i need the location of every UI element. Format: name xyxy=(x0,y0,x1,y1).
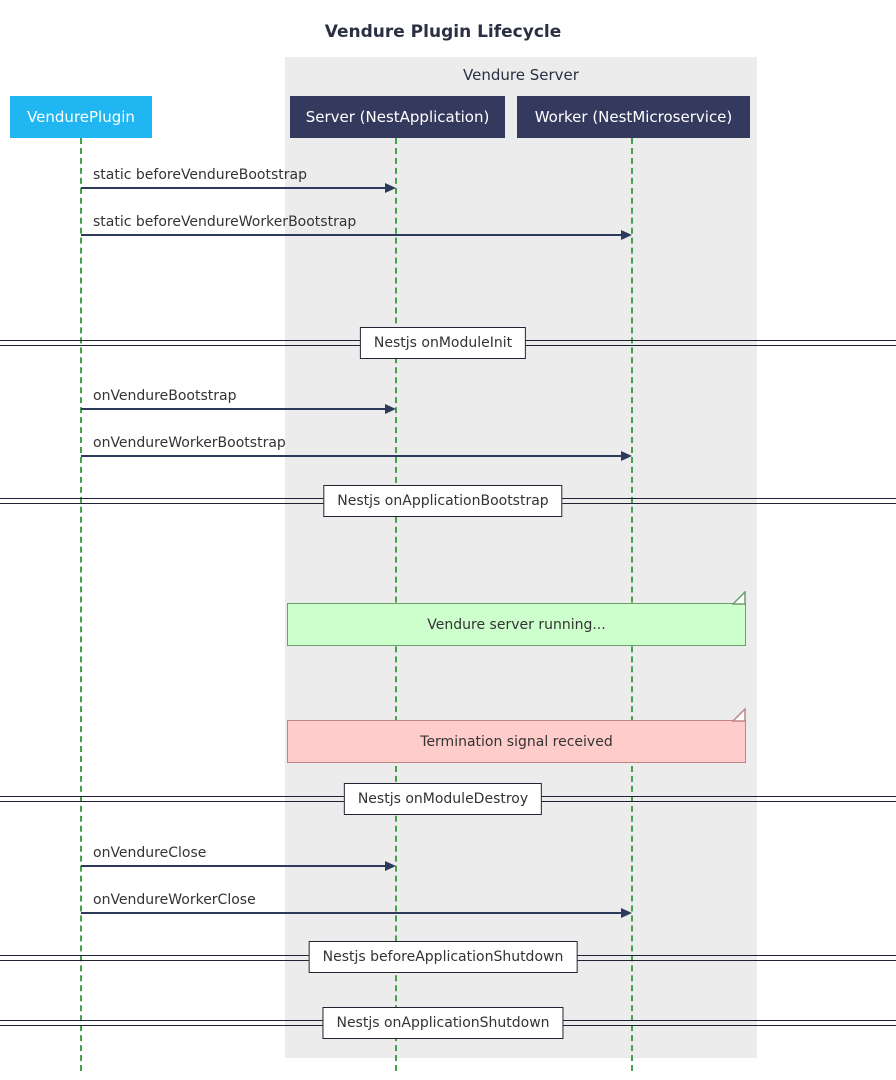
note-label: Vendure server running... xyxy=(427,616,606,633)
divider-label: Nestjs onApplicationBootstrap xyxy=(323,485,563,517)
message-arrow-line xyxy=(81,455,621,457)
message-arrow-line xyxy=(81,408,385,410)
divider-label: Nestjs onModuleDestroy xyxy=(343,783,543,815)
message-arrow-line xyxy=(81,234,621,236)
note-fold-icon xyxy=(732,591,746,605)
message-label: onVendureClose xyxy=(93,845,207,861)
message-label: onVendureWorkerClose xyxy=(93,892,256,908)
participant-server: Server (NestApplication) xyxy=(290,96,505,138)
message-arrow-line xyxy=(81,187,385,189)
arrowhead-icon xyxy=(385,404,396,414)
participant-group-label: Vendure Server xyxy=(463,66,579,84)
divider-label: Nestjs onModuleInit xyxy=(359,327,527,359)
arrowhead-icon xyxy=(385,861,396,871)
arrowhead-icon xyxy=(621,230,632,240)
participant-vendureplugin: VendurePlugin xyxy=(10,96,152,138)
message-label: onVendureWorkerBootstrap xyxy=(93,435,286,451)
divider-label: Nestjs beforeApplicationShutdown xyxy=(308,941,578,973)
message-label: onVendureBootstrap xyxy=(93,388,237,404)
lifeline-vendureplugin xyxy=(80,138,82,1071)
note: Termination signal received xyxy=(287,708,746,763)
message-label: static beforeVendureBootstrap xyxy=(93,167,307,183)
message-arrow-line xyxy=(81,865,385,867)
arrowhead-icon xyxy=(385,183,396,193)
participant-worker: Worker (NestMicroservice) xyxy=(517,96,750,138)
message-arrow-line xyxy=(81,912,621,914)
note-fold-icon xyxy=(732,708,746,722)
divider-label: Nestjs onApplicationShutdown xyxy=(322,1007,564,1039)
participant-group-box: Vendure Server xyxy=(285,57,757,1058)
arrowhead-icon xyxy=(621,908,632,918)
arrowhead-icon xyxy=(621,451,632,461)
note-label: Termination signal received xyxy=(420,733,613,750)
message-label: static beforeVendureWorkerBootstrap xyxy=(93,214,357,230)
note: Vendure server running... xyxy=(287,591,746,646)
diagram-title: Vendure Plugin Lifecycle xyxy=(324,22,562,42)
